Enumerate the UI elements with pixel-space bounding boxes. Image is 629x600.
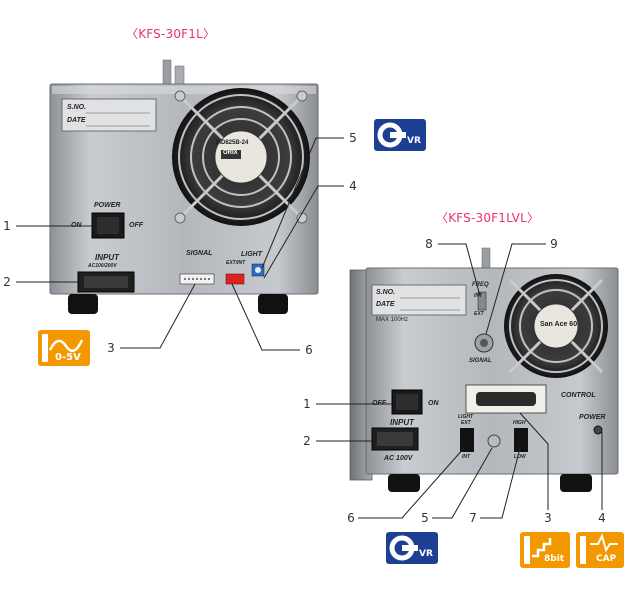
left-fan-brand: ORIX [223,150,238,156]
left-date-label: DATE [67,117,86,124]
right-max-label: MAX 100Hz [376,317,409,323]
right-power-label: POWER [579,414,606,421]
callout-left-5: 5 [349,131,357,145]
callout-right-3: 3 [544,511,552,525]
right-ext-label: EXT [474,311,484,317]
right-freq-label: FREQ [472,282,489,288]
right-on-label: ON [428,400,439,407]
cap-icon [580,533,618,564]
wave-icon [42,334,84,362]
callout-right-4: 4 [598,511,606,525]
vr-badge-left-icon [377,122,406,148]
left-on-label: ON [71,222,82,229]
right-fan-brand: San Ace 60 [540,321,578,328]
right-ac-label: AC 100V [384,455,413,462]
bit8-badge-text: 8bit [544,554,565,564]
vr-badge-right-icon [389,535,418,561]
cap-badge-text: CAP [596,554,617,564]
vr-badge-right-text: VR [419,549,433,559]
right-light-int: INT [462,454,471,460]
vr-badge-left: VR [374,119,426,151]
left-sno-label: S.NO. [67,104,87,111]
right-control-label: CONTROL [561,392,596,399]
right-input-label: INPUT [390,418,414,427]
v05-badge-text: 0-5V [55,352,81,363]
v05-badge: 0-5V [38,330,90,366]
callout-right-1: 1 [303,397,311,411]
callout-right-5: 5 [421,511,429,525]
right-sno-label: S.NO. [376,289,396,296]
left-unit [49,59,319,314]
callout-left-6: 6 [305,343,313,357]
right-leader-lines [316,243,603,519]
step-icon [524,536,552,564]
callout-right-6: 6 [347,511,355,525]
left-ext-int-label: EXT/INT [226,260,246,266]
right-off-label: OFF [372,400,386,407]
callout-left-3: 3 [107,341,115,355]
callout-right-8: 8 [425,237,433,251]
callout-right-7: 7 [469,511,477,525]
right-high-label: HIGH [513,420,526,426]
left-off-label: OFF [129,222,143,229]
right-low-label: LOW [514,454,526,460]
left-fan-model: MD825B-24 [216,140,249,146]
right-light-ext: EXT [461,420,471,426]
vr-badge-left-text: VR [407,136,421,146]
right-light-label: LIGHT [458,414,473,420]
right-unit [349,247,619,492]
left-signal-label: SIGNAL [186,250,213,257]
callout-left-2: 2 [3,275,11,289]
right-int-label: INT [474,293,483,299]
left-input-sub: AC100/200V [88,263,117,269]
left-light-label: LIGHT [241,251,262,258]
left-model-title: 〈KFS-30F1L〉 [126,27,216,41]
bit8-badge: 8bit [520,532,570,568]
right-signal-label: SIGNAL [469,358,492,364]
callout-left-1: 1 [3,219,11,233]
left-leader-lines [16,137,344,351]
callout-right-9: 9 [550,237,558,251]
callout-left-4: 4 [349,179,357,193]
cap-badge: CAP [576,532,624,568]
right-model-title: 〈KFS-30F1LVL〉 [436,211,540,225]
callout-right-2: 2 [303,434,311,448]
right-date-label: DATE [376,301,395,308]
left-power-label: POWER [94,202,121,209]
left-input-label: INPUT [95,253,119,262]
vr-badge-right: VR [386,532,438,564]
